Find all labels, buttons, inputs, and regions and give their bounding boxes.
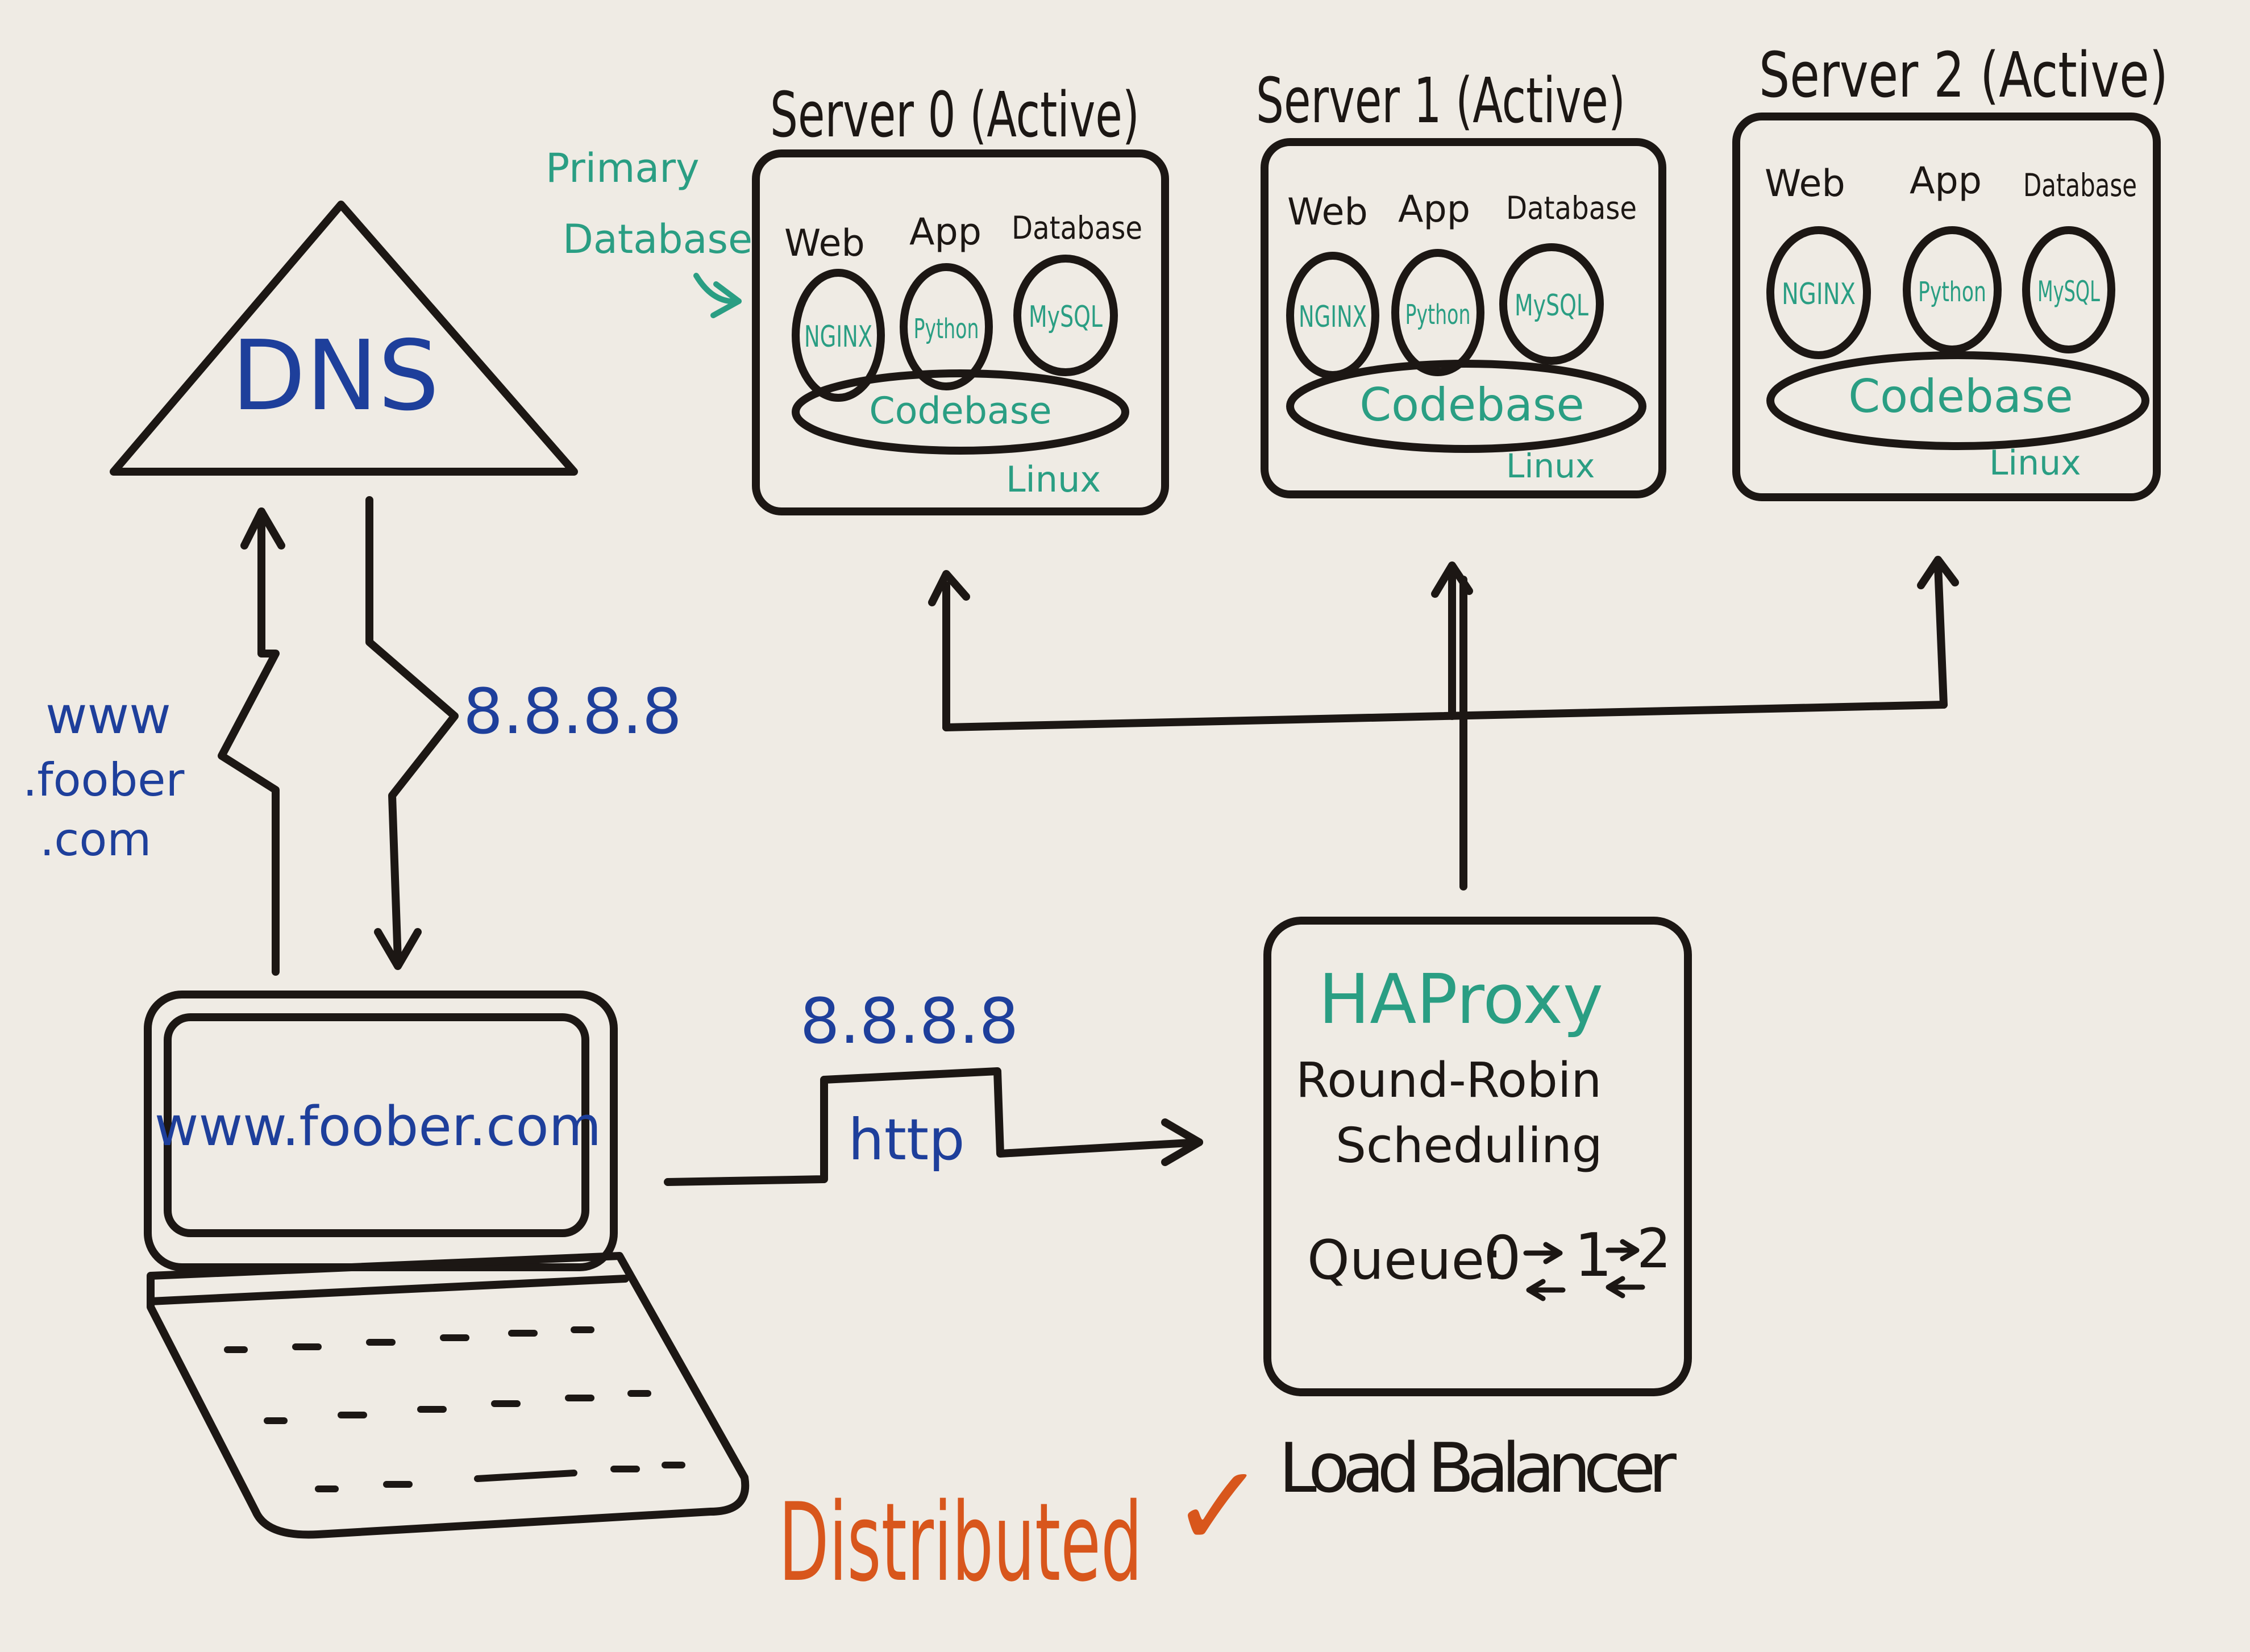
dns-query-line1: www (45, 686, 171, 746)
primary-note-line2: Database (563, 216, 752, 263)
server-0-tier-web: Web (784, 222, 865, 265)
branch-to-server-2 (1934, 561, 1948, 709)
server-0-codebase: Codebase (869, 390, 1051, 432)
server-0-web-oval (792, 269, 885, 402)
server-0-codebase-oval (792, 369, 1129, 455)
laptop-screen (164, 1013, 589, 1237)
server-1-title: Server 1 (Active) (1256, 64, 1625, 137)
request-ip: 8.8.8.8 (800, 985, 1019, 1058)
server-1-db-software: MySQL (1515, 289, 1588, 323)
server-0-title: Server 0 (Active) (770, 78, 1139, 151)
load-balancer-algorithm-line2: Scheduling (1336, 1118, 1603, 1174)
server-2-db-software: MySQL (2037, 275, 2100, 308)
server-0-box (752, 149, 1169, 515)
footer: Distributed ✓ (779, 1441, 1266, 1605)
server-1-app-oval (1391, 249, 1484, 376)
server-0-db-software: MySQL (1029, 300, 1103, 334)
server-1-tier-app: App (1398, 188, 1470, 231)
request-path: 8.8.8.8 http (664, 985, 1203, 1186)
distributed-check: ✓ (1171, 1441, 1266, 1573)
server-0-app-software: Python (914, 313, 979, 345)
server-0-web-software: NGINX (804, 320, 872, 354)
load-balancer-algorithm-line1: Round-Robin (1296, 1052, 1602, 1109)
server-1-tier-database: Database (1506, 190, 1637, 226)
dns-reply-ip: 8.8.8.8 (463, 675, 682, 748)
server-2-db-oval (2022, 226, 2115, 353)
queue-item-1: 1 (1574, 1221, 1612, 1290)
arrowhead-server-2 (1917, 556, 1959, 589)
server-0-tier-database: Database (1012, 210, 1142, 246)
request-arrow (664, 1067, 1203, 1186)
request-arrowhead (1161, 1118, 1203, 1166)
dns-label: DNS (231, 320, 439, 432)
server-0-db-oval (1013, 255, 1118, 376)
server-2-tier-database: Database (2023, 167, 2137, 203)
queue-item-2: 2 (1637, 1218, 1671, 1280)
load-balancer-name: HAProxy (1319, 960, 1603, 1039)
server-2-codebase-oval (1766, 351, 2149, 450)
queue-label: Queue: (1307, 1229, 1503, 1292)
server-1-db-oval (1499, 243, 1604, 365)
dns-query-arrowhead (240, 507, 285, 550)
server-2-tier-web: Web (1765, 163, 1845, 205)
server-1-app-software: Python (1405, 299, 1471, 331)
request-protocol: http (848, 1106, 964, 1173)
server-2-title: Server 2 (Active) (1759, 39, 2168, 111)
dns-arrows (218, 496, 459, 976)
server-1: Server 1 (Active) Web App Database NGINX… (1256, 64, 1666, 498)
server-1-codebase-oval (1286, 360, 1646, 453)
dns-query-line2: .foober (23, 754, 184, 806)
server-1-box (1261, 138, 1666, 498)
laptop: www.foober.com (144, 991, 750, 1539)
distribution-lines (928, 556, 1959, 891)
server-0-os: Linux (1006, 459, 1101, 500)
server-2-codebase: Codebase (1848, 370, 2073, 423)
server-2-web-oval (1766, 226, 1871, 359)
primary-note-line1: Primary (546, 145, 700, 192)
queue-item-0: 0 (1483, 1224, 1521, 1293)
load-balancer: HAProxy Round-Robin Scheduling Queue: 0 … (1263, 917, 1692, 1508)
laptop-screen-url: www.foober.com (155, 1096, 601, 1158)
dns-reply-arrow (365, 496, 459, 964)
distributed-label: Distributed (779, 1480, 1142, 1605)
load-balancer-caption: Load Balancer (1279, 1429, 1677, 1508)
laptop-base (147, 1252, 750, 1539)
server-0-app-oval (900, 263, 993, 390)
laptop-keys (224, 1326, 685, 1492)
server-1-os: Linux (1506, 447, 1595, 485)
server-2-web-software: NGINX (1782, 277, 1856, 311)
dns-query-line3: .com (40, 813, 151, 866)
server-2-box (1732, 113, 2161, 501)
load-balancer-box (1263, 917, 1692, 1396)
server-2: Server 2 (Active) Web App Database NGINX… (1732, 39, 2168, 501)
server-1-codebase: Codebase (1359, 378, 1584, 431)
primary-database-note: Primary Database (546, 145, 752, 318)
server-2-app-oval (1903, 226, 2002, 353)
dns-node: DNS (110, 201, 578, 476)
server-2-os: Linux (1989, 443, 2081, 483)
dns-reply-arrowhead (374, 928, 422, 970)
arrowhead-server-1 (1431, 561, 1473, 598)
server-0-tier-app: App (909, 211, 981, 253)
server-1-tier-web: Web (1287, 191, 1368, 234)
queue-arrows (1523, 1239, 1645, 1301)
server-0: Server 0 (Active) Web App Database NGINX… (752, 78, 1169, 515)
arrowhead-server-0 (928, 570, 970, 606)
server-2-tier-app: App (1910, 160, 1982, 202)
dns-query-label: www .foober .com (23, 686, 184, 866)
dns-query-arrow (218, 507, 280, 976)
server-2-app-software: Python (1918, 276, 1986, 308)
server-1-web-software: NGINX (1299, 300, 1367, 334)
